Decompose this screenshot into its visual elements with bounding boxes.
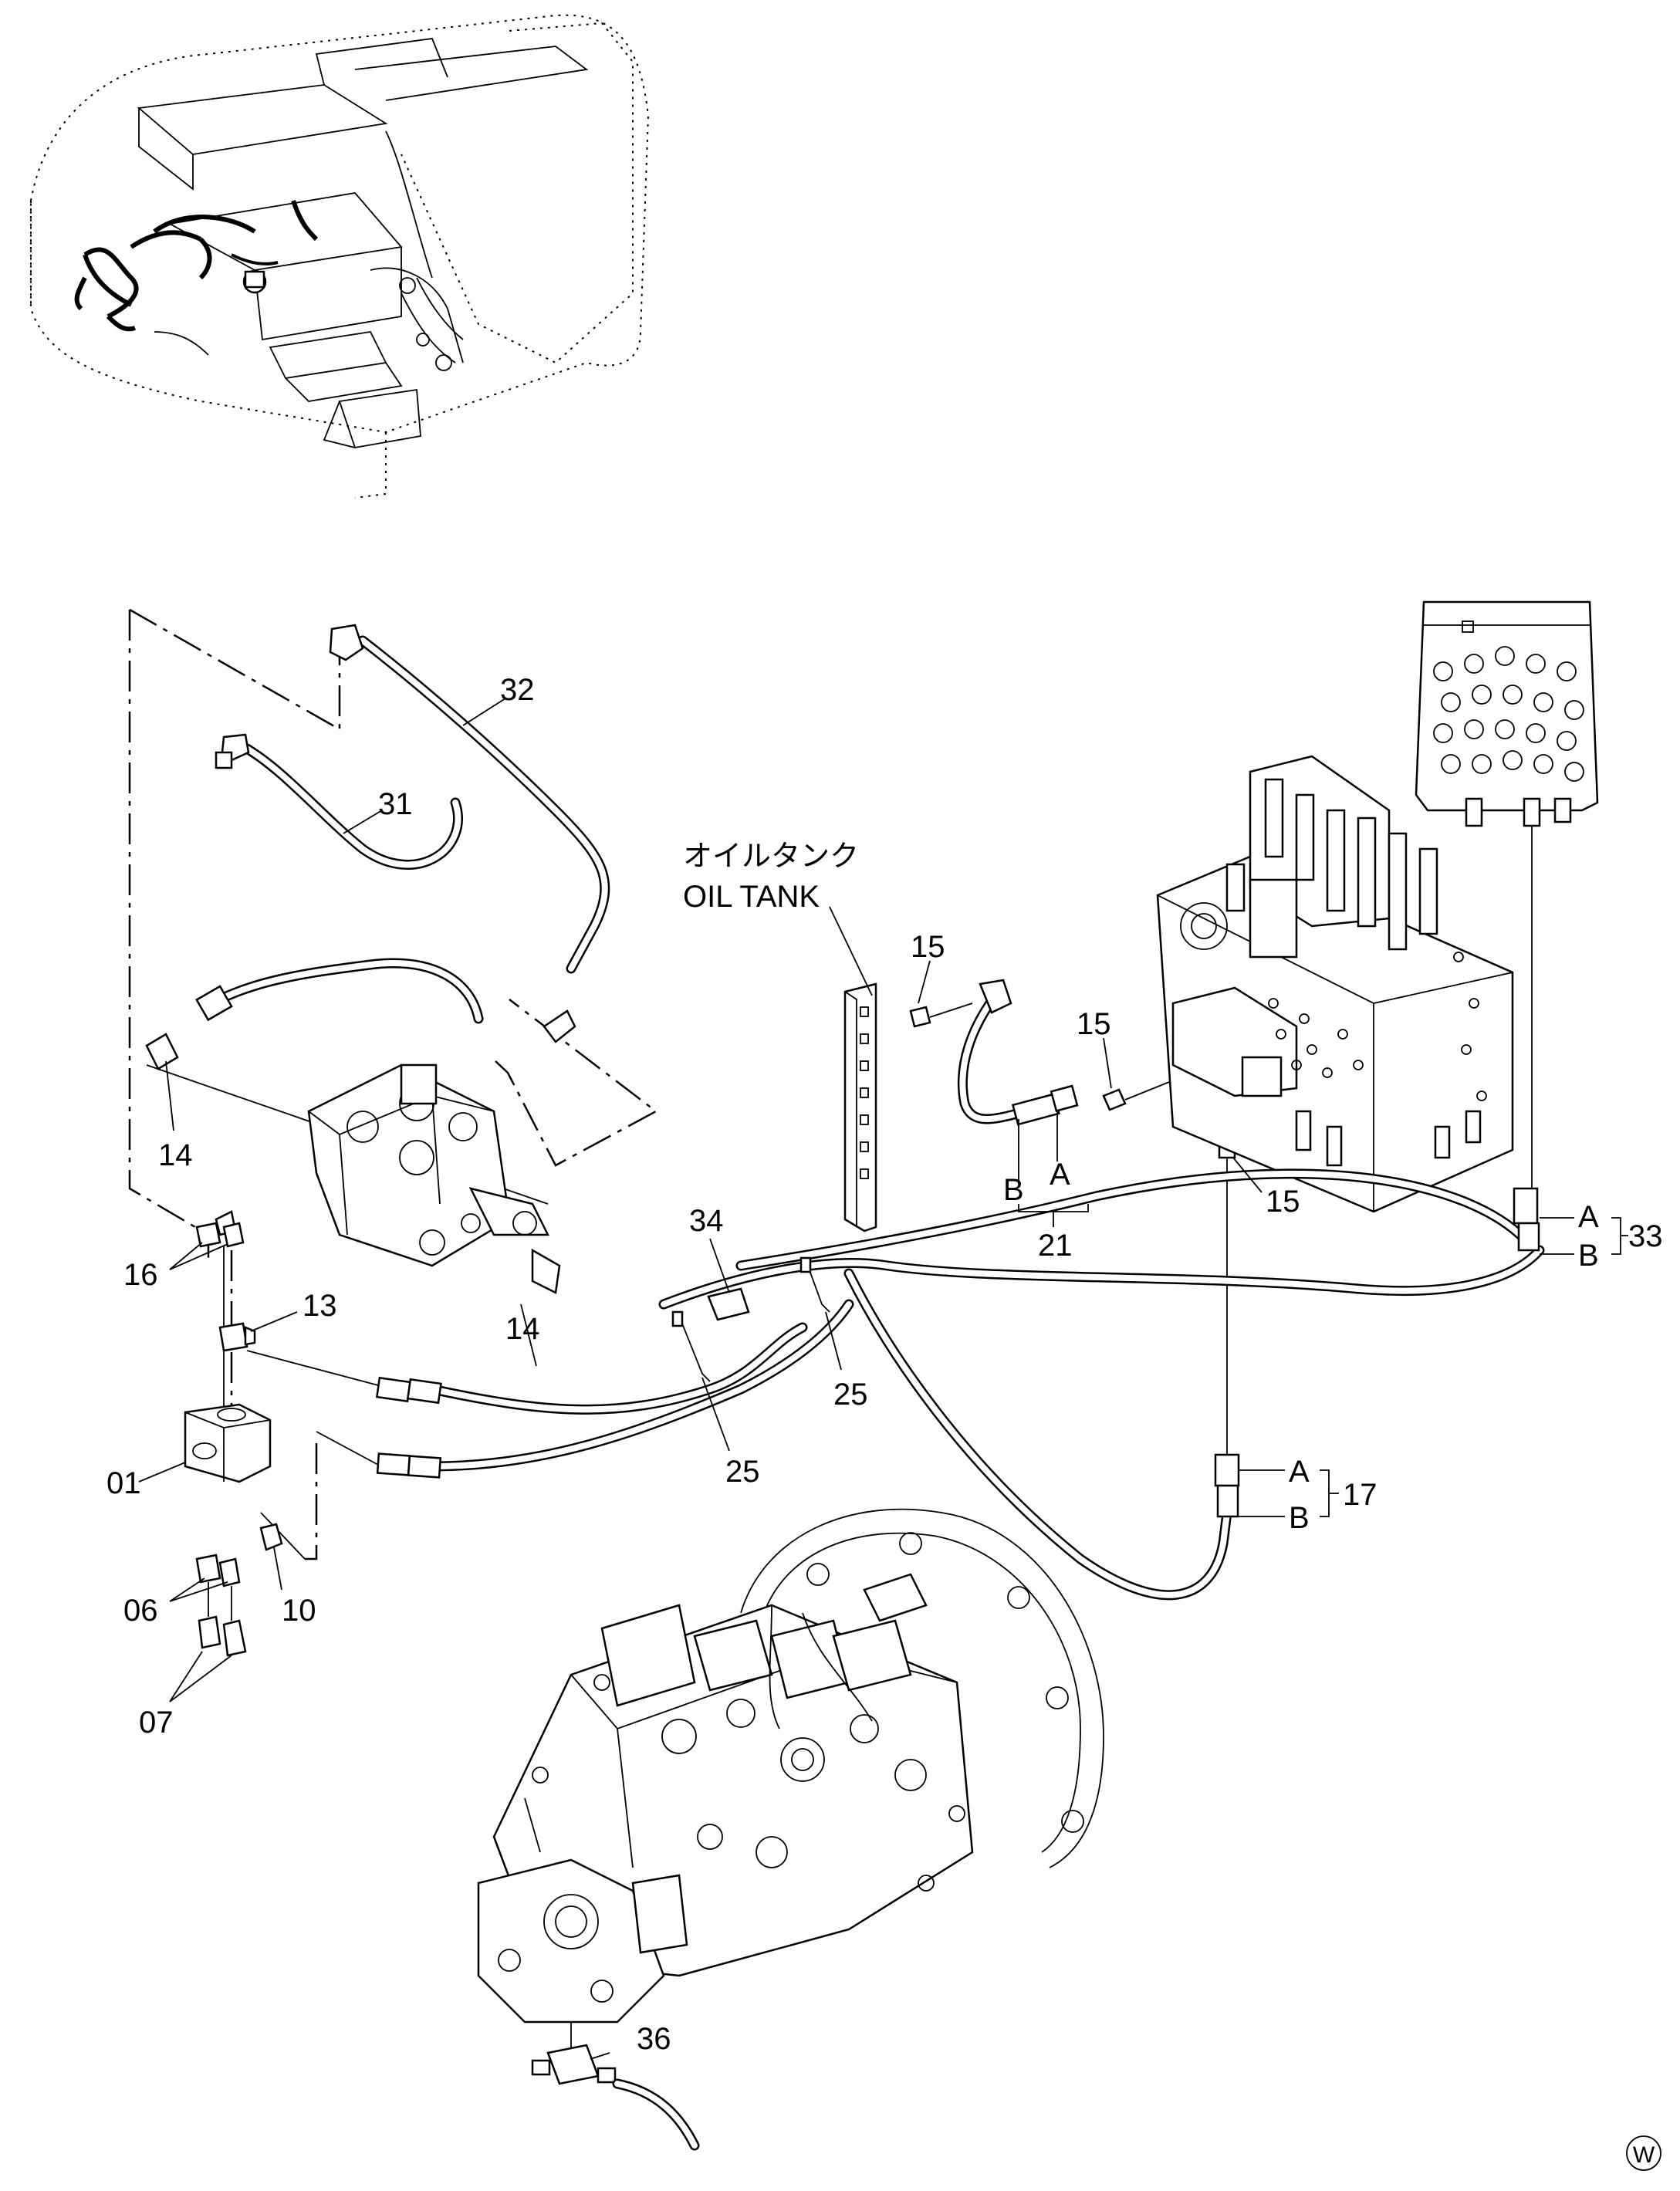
- hose-32: [329, 624, 610, 1043]
- part-label-36: 36: [637, 2022, 671, 2056]
- excavator-cab-overview: [30, 14, 650, 499]
- corner-mark: W: [1633, 2142, 1655, 2168]
- part-label-25-right: 25: [833, 1378, 868, 1412]
- part-label-15-lower: 15: [1266, 1185, 1300, 1219]
- oil-tank-label-en: OIL TANK: [683, 880, 820, 914]
- part-label-25-left: 25: [725, 1455, 760, 1489]
- main-pump: [477, 1508, 1104, 2024]
- pilot-panel: [1415, 600, 1599, 827]
- hose-21: [909, 979, 1236, 1159]
- hose-17: [843, 1268, 1240, 1601]
- part-label-17: 17: [1343, 1478, 1377, 1512]
- part-label-15-tank: 15: [911, 930, 945, 964]
- part-label-33: 33: [1628, 1219, 1663, 1253]
- part-label-14-top: 14: [158, 1138, 193, 1172]
- part-label-15-valve: 15: [1077, 1007, 1111, 1041]
- port-label-17-b: B: [1289, 1501, 1310, 1535]
- part-label-21: 21: [1038, 1229, 1073, 1263]
- port-label-33-a: A: [1578, 1200, 1599, 1234]
- labels: オイルタンク OIL TANK 32 31 14 14 15 15 15 16 …: [106, 673, 1663, 2171]
- part-label-07: 07: [139, 1706, 174, 1740]
- part-label-13: 13: [303, 1289, 337, 1323]
- fitting-stack: [184, 1222, 283, 1657]
- fitting-36: [531, 2044, 700, 2151]
- port-label-33-b: B: [1578, 1239, 1599, 1273]
- port-label-21-a: A: [1050, 1158, 1070, 1192]
- corner-mark-circle: [1626, 2135, 1661, 2171]
- oil-tank-plate: [829, 906, 877, 1232]
- clamps: [671, 1256, 830, 1382]
- pilot-valve: [307, 1063, 561, 1294]
- hose-31: [145, 733, 484, 1236]
- port-label-21-b: B: [1003, 1173, 1024, 1207]
- port-label-17-a: A: [1289, 1455, 1310, 1489]
- leader-lines: [138, 698, 1628, 2060]
- control-valve: [1156, 755, 1514, 1213]
- part-label-32: 32: [500, 673, 535, 707]
- part-label-06: 06: [123, 1594, 158, 1628]
- part-label-31: 31: [378, 787, 413, 821]
- oil-tank-label-jp: オイルタンク: [683, 840, 859, 873]
- part-label-16: 16: [123, 1258, 158, 1292]
- part-label-01: 01: [106, 1466, 141, 1500]
- hose-13-supply: [246, 1299, 854, 1479]
- part-label-14-bottom: 14: [505, 1312, 540, 1346]
- part-label-10: 10: [282, 1594, 316, 1628]
- part-label-34: 34: [689, 1204, 724, 1238]
